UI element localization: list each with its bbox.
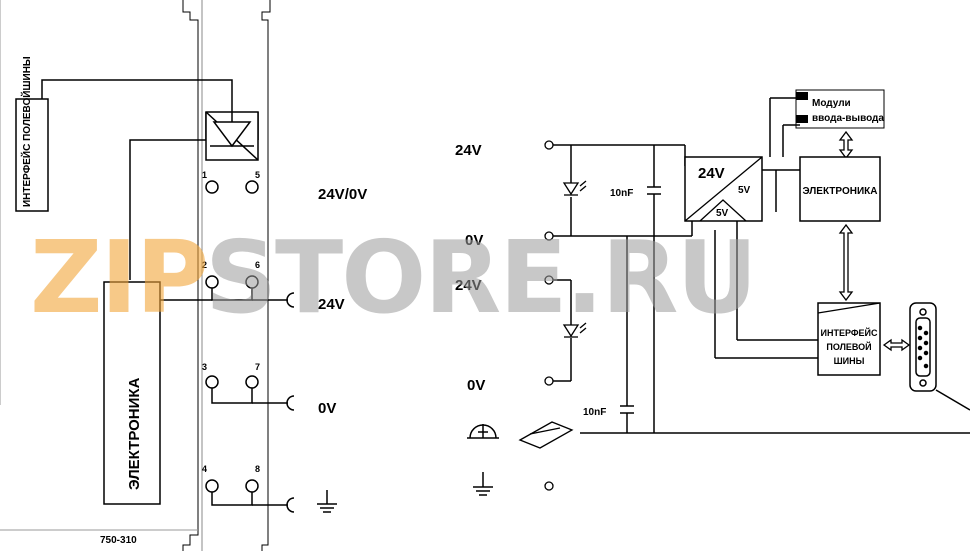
io-modules-connector: Модули ввода-вывода (795, 89, 885, 129)
label-24v-0v: 24V/0V (318, 186, 367, 203)
label-0v-bottom: 0V (467, 377, 485, 394)
label-24v-top: 24V (455, 142, 482, 159)
cap-label-top: 10nF (610, 188, 633, 199)
label-0v-left: 0V (318, 400, 336, 417)
label-0v-top: 0V (465, 232, 483, 249)
label-24v-left: 24V (318, 296, 345, 313)
bidirectional-arrows (838, 130, 911, 352)
io-modules-label-2: ввода-вывода (812, 113, 884, 124)
electronics-box-left: ЭЛЕКТРОНИКА (103, 281, 161, 505)
svg-text:1: 1 (202, 170, 207, 180)
right-labels: 24V 0V 24V 0V (455, 142, 485, 394)
terminal-links (160, 288, 295, 513)
cap-label-bottom: 10nF (583, 407, 606, 418)
ground-icon-right (473, 472, 493, 496)
dc-converter: 24V 5V 5V (684, 156, 763, 222)
module-id: 750-310 (100, 535, 137, 546)
svg-text:2: 2 (202, 260, 207, 270)
electronics-label-left: ЭЛЕКТРОНИКА (126, 377, 143, 490)
label-24v-bottom: 24V (455, 277, 482, 294)
svg-text:5V: 5V (738, 185, 751, 196)
svg-text:5V: 5V (716, 208, 729, 219)
din-rail-icon (518, 421, 574, 449)
fieldbus-label-right-2: ПОЛЕВОЙ (826, 341, 871, 352)
terminals (205, 180, 259, 493)
dsub-connector-icon (909, 302, 937, 392)
fieldbus-interface-box-right: ИНТЕРФЕЙС ПОЛЕВОЙ ШИНЫ (817, 302, 881, 376)
svg-text:5: 5 (255, 170, 260, 180)
capacitor-top (647, 186, 661, 195)
svg-text:8: 8 (255, 464, 260, 474)
watermark-text: STORE.RU (205, 219, 756, 336)
right-wires (553, 144, 970, 434)
ground-icon-left (317, 490, 337, 513)
fieldbus-interface-box-left: ИНТЕРФЕЙС ПОЛЕВОЙШИНЫ (15, 56, 49, 212)
svg-text:ZIP: ZIP (30, 219, 207, 336)
capacitor-bottom (620, 405, 634, 414)
svg-text:6: 6 (255, 260, 260, 270)
diode-element (205, 111, 259, 161)
svg-text:4: 4 (202, 464, 207, 474)
converter-output-wires (714, 97, 818, 359)
watermark: ZIP STORE.RU (30, 219, 758, 336)
io-modules-label-1: Модули (812, 98, 851, 109)
chassis-ground-icon (467, 424, 499, 439)
module-outline (0, 0, 271, 551)
electronics-box-right: ЭЛЕКТРОНИКА (799, 156, 881, 222)
terminal-numbers: 1 5 2 6 3 7 4 8 (202, 170, 260, 474)
led-icon-bottom (562, 322, 587, 338)
svg-text:7: 7 (255, 362, 260, 372)
svg-text:24V: 24V (698, 165, 725, 182)
fieldbus-label-right-3: ШИНЫ (834, 356, 865, 366)
fieldbus-interface-label-left: ИНТЕРФЕЙС ПОЛЕВОЙШИНЫ (20, 56, 33, 207)
led-icon-top (562, 180, 587, 196)
svg-text:3: 3 (202, 362, 207, 372)
fieldbus-label-right-1: ИНТЕРФЕЙС (820, 327, 878, 338)
electronics-label-right: ЭЛЕКТРОНИКА (803, 186, 878, 197)
